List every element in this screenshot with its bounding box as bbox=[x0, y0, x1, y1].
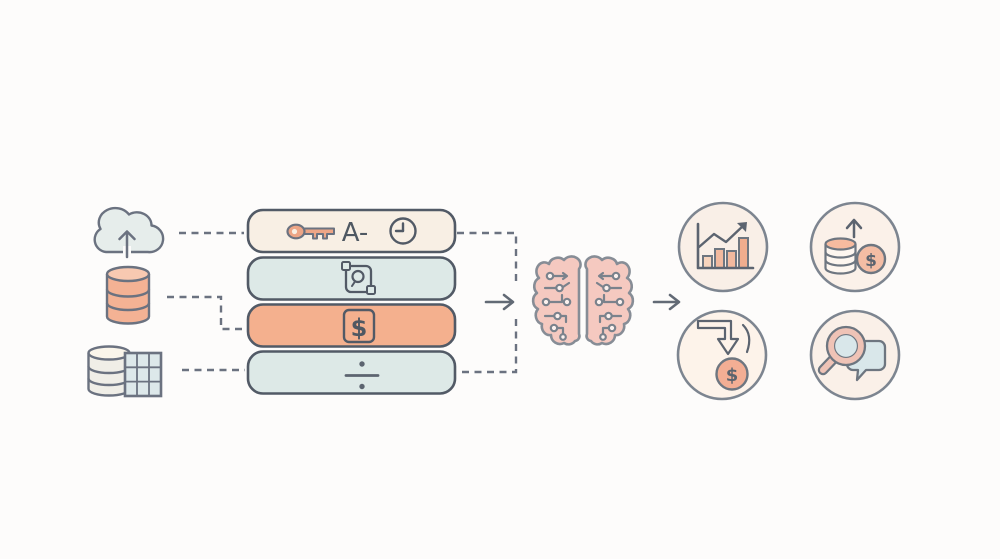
dollar-coin-icon: $ bbox=[715, 357, 749, 391]
stage-currency bbox=[246, 303, 457, 348]
stage-transform bbox=[246, 256, 457, 301]
key-icon bbox=[286, 223, 335, 240]
database-icon bbox=[105, 265, 151, 325]
dashed-connector-out-bottom bbox=[457, 319, 518, 374]
stage-divide bbox=[246, 350, 457, 395]
dashed-connector-out-top bbox=[457, 231, 518, 285]
database-table-icon bbox=[87, 345, 163, 398]
bent-down-arrow-icon bbox=[696, 319, 751, 356]
font-size-label: A- bbox=[342, 218, 369, 248]
clock-icon bbox=[389, 217, 417, 245]
output-growth-chart bbox=[677, 201, 769, 293]
coin-dollar-label: $ bbox=[865, 251, 877, 271]
transform-icon bbox=[341, 261, 376, 295]
ai-brain-icon bbox=[531, 255, 635, 346]
dollar-square-icon: $ bbox=[342, 308, 376, 344]
divide-icon bbox=[344, 361, 380, 390]
dashed-connector-database bbox=[167, 295, 246, 331]
output-search-insights bbox=[809, 309, 901, 401]
coin-stack-icon bbox=[824, 237, 857, 275]
bar-chart-up-icon bbox=[696, 222, 755, 270]
table-grid-icon bbox=[123, 351, 163, 398]
brain-left-half bbox=[531, 255, 582, 346]
magnifier-icon bbox=[817, 325, 867, 376]
brain-circuits-left bbox=[541, 271, 572, 341]
pipeline-stack: A- $ bbox=[246, 208, 457, 395]
coin-dollar-label: $ bbox=[726, 365, 739, 386]
dollar-label: $ bbox=[351, 314, 368, 342]
stage-access bbox=[246, 208, 457, 254]
up-arrow-icon bbox=[845, 218, 863, 239]
flow-arrow-to-brain bbox=[484, 293, 515, 311]
flow-arrow-to-outputs bbox=[652, 293, 681, 311]
cloud-upload-icon bbox=[93, 206, 165, 259]
dollar-coin-icon: $ bbox=[855, 243, 887, 275]
upload-arrow-icon bbox=[118, 230, 136, 259]
output-cost-down: $ bbox=[676, 309, 768, 401]
output-coins-up: $ bbox=[809, 201, 901, 293]
